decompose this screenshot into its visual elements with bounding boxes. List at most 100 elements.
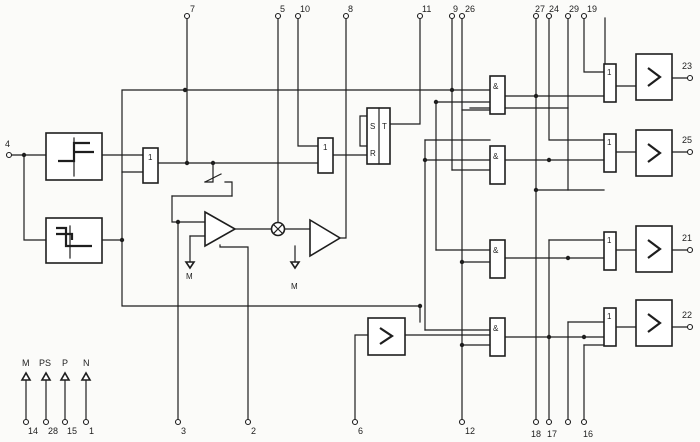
output-stage-23 bbox=[635, 53, 673, 101]
pin-27-label: 27 bbox=[535, 4, 545, 14]
pin-12-label: 12 bbox=[465, 426, 475, 436]
and-gate-2-label: & bbox=[493, 152, 499, 161]
schmitt-trigger-lower bbox=[45, 217, 103, 264]
pin-2-label: 2 bbox=[251, 426, 256, 436]
terminal-23[interactable] bbox=[686, 74, 694, 82]
terminal-11[interactable] bbox=[416, 12, 424, 20]
terminals-top bbox=[183, 12, 588, 20]
pin-28-label: 28 bbox=[48, 426, 58, 436]
terminals-side bbox=[5, 74, 694, 331]
terminal-12[interactable] bbox=[458, 418, 466, 426]
or-gate-3-label: 1 bbox=[607, 68, 612, 77]
legend-n: N bbox=[83, 358, 90, 368]
or-gate-3: 1 bbox=[603, 63, 617, 103]
flipflop-s-label: S bbox=[370, 122, 375, 131]
legend-m: M bbox=[22, 358, 30, 368]
pin-18-label: 18 bbox=[531, 429, 541, 439]
or-gate-4-label: 1 bbox=[607, 138, 612, 147]
terminal-10[interactable] bbox=[294, 12, 302, 20]
and-gate-4: & bbox=[489, 317, 506, 357]
and-gate-1-label: & bbox=[493, 82, 499, 91]
ground-2: M bbox=[289, 261, 301, 291]
pin-15-label: 15 bbox=[67, 426, 77, 436]
pin-4-label: 4 bbox=[5, 139, 10, 149]
pin-7-label: 7 bbox=[190, 4, 195, 14]
or-gate-5: 1 bbox=[603, 231, 617, 271]
terminal-27[interactable] bbox=[532, 12, 540, 20]
terminal-2[interactable] bbox=[244, 418, 252, 426]
legend-p: P bbox=[62, 358, 68, 368]
terminal-22[interactable] bbox=[686, 323, 694, 331]
or-gate-6-label: 1 bbox=[607, 312, 612, 321]
pin-8-label: 8 bbox=[348, 4, 353, 14]
terminal-28[interactable] bbox=[42, 418, 50, 426]
pin-19-label: 19 bbox=[587, 4, 597, 14]
terminal-17[interactable] bbox=[545, 418, 553, 426]
pin-3-label: 3 bbox=[181, 426, 186, 436]
comparator-input bbox=[367, 317, 406, 356]
or-gate-4: 1 bbox=[603, 133, 617, 173]
terminal-25[interactable] bbox=[686, 148, 694, 156]
terminal-8[interactable] bbox=[342, 12, 350, 20]
and-gate-2: & bbox=[489, 145, 506, 185]
terminal-3[interactable] bbox=[174, 418, 182, 426]
pin-10-label: 10 bbox=[300, 4, 310, 14]
pin-1-label: 1 bbox=[89, 426, 94, 436]
legend-ps: PS bbox=[39, 358, 51, 368]
or-gate-5-label: 1 bbox=[607, 236, 612, 245]
or-gate-6: 1 bbox=[603, 307, 617, 347]
terminal-6[interactable] bbox=[351, 418, 359, 426]
terminal-5[interactable] bbox=[274, 12, 282, 20]
pin-16-label: 16 bbox=[583, 429, 593, 439]
pin-5-label: 5 bbox=[280, 4, 285, 14]
rs-flipflop: S R T bbox=[366, 107, 391, 165]
output-stage-22 bbox=[635, 299, 673, 347]
flipflop-t-label: T bbox=[382, 122, 387, 131]
or-gate-1-label: 1 bbox=[148, 153, 153, 162]
pin-6-label: 6 bbox=[358, 426, 363, 436]
and-gate-3-label: & bbox=[493, 246, 499, 255]
pin-9-label: 9 bbox=[453, 4, 458, 14]
ground-1: M bbox=[184, 261, 196, 281]
output-stage-25 bbox=[635, 129, 673, 177]
pin-labels: 7 5 10 8 11 9 26 27 24 29 19 4 23 25 21 … bbox=[5, 4, 692, 439]
pin-26-label: 26 bbox=[465, 4, 475, 14]
terminal-29[interactable] bbox=[564, 12, 572, 20]
pin-22-label: 22 bbox=[682, 310, 692, 320]
terminal-24[interactable] bbox=[545, 12, 553, 20]
terminal-15[interactable] bbox=[61, 418, 69, 426]
terminal-1[interactable] bbox=[82, 418, 90, 426]
or-gate-2-label: 1 bbox=[323, 143, 328, 152]
terminal-13[interactable] bbox=[564, 418, 572, 426]
or-gate-2: 1 bbox=[317, 137, 334, 174]
junctions bbox=[21, 87, 587, 348]
or-gate-1: 1 bbox=[142, 147, 159, 184]
terminal-9[interactable] bbox=[448, 12, 456, 20]
amplifier-2 bbox=[309, 218, 342, 258]
pin-21-label: 21 bbox=[682, 233, 692, 243]
flipflop-r-label: R bbox=[370, 149, 376, 158]
and-gate-1: & bbox=[489, 75, 506, 115]
ground-2-label: M bbox=[291, 282, 298, 291]
pin-25-label: 25 bbox=[682, 135, 692, 145]
terminal-14[interactable] bbox=[22, 418, 30, 426]
terminal-19[interactable] bbox=[580, 12, 588, 20]
pin-11-label: 11 bbox=[422, 4, 431, 14]
pin-17-label: 17 bbox=[547, 429, 557, 439]
power-legend: M PS P N bbox=[20, 358, 92, 381]
terminal-4[interactable] bbox=[5, 151, 13, 159]
mixer-symbol bbox=[270, 221, 286, 237]
and-gate-4-label: & bbox=[493, 324, 499, 333]
pin-14-label: 14 bbox=[28, 426, 38, 436]
ground-1-label: M bbox=[186, 272, 193, 281]
pin-24-label: 24 bbox=[549, 4, 559, 14]
output-stage-21 bbox=[635, 225, 673, 273]
terminal-7[interactable] bbox=[183, 12, 191, 20]
terminal-21[interactable] bbox=[686, 246, 694, 254]
terminal-18[interactable] bbox=[532, 418, 540, 426]
terminal-26[interactable] bbox=[458, 12, 466, 20]
pin-29-label: 29 bbox=[569, 4, 579, 14]
terminal-16[interactable] bbox=[580, 418, 588, 426]
